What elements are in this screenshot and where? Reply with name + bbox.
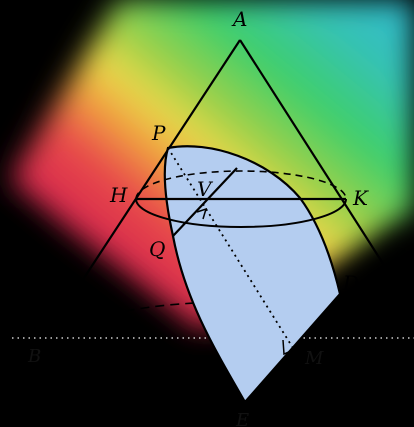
label-v: V: [197, 177, 214, 201]
label-m: M: [304, 348, 324, 369]
label-a: A: [231, 7, 247, 31]
middle-circle-front: [135, 198, 347, 228]
chord-through-v: [172, 167, 238, 237]
label-p: P: [151, 121, 166, 145]
base-ellipse-front: [41, 341, 414, 383]
label-k: K: [352, 186, 369, 210]
label-b: B: [27, 346, 41, 367]
label-d: D: [342, 271, 359, 295]
right-angle-mark-m: [282, 339, 294, 356]
right-angle-mark-v: [196, 207, 208, 220]
label-e: E: [235, 410, 249, 427]
cone-left-side: [41, 39, 241, 343]
label-h: H: [109, 183, 128, 207]
middle-circle-back: [135, 170, 347, 200]
shadow-bottom-right: [240, 230, 414, 427]
label-q: Q: [149, 237, 165, 261]
cone-right-side: [239, 39, 414, 313]
shadow-bottom-left: [0, 230, 230, 427]
